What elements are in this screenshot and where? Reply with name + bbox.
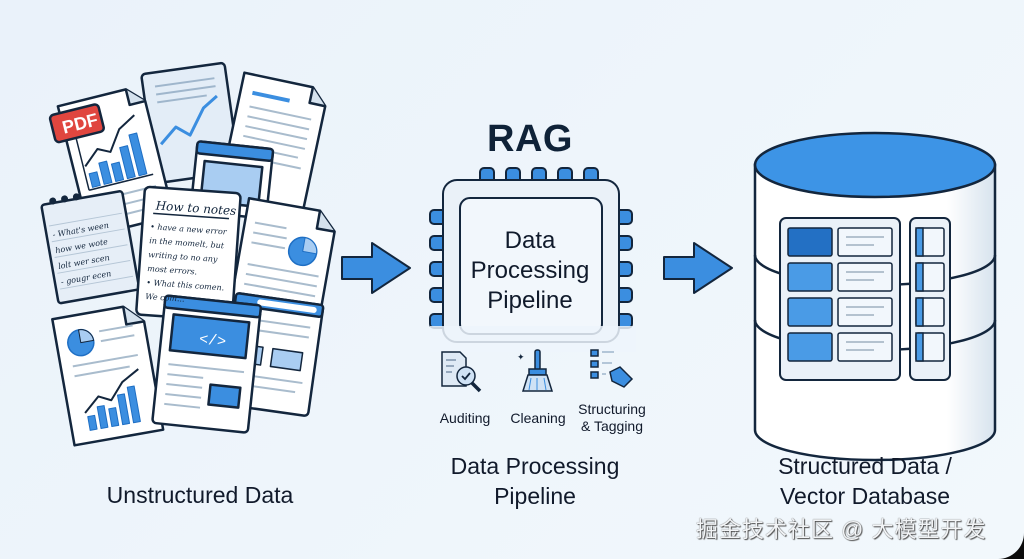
db-index-marker — [915, 332, 924, 362]
db-record-cell — [837, 297, 893, 327]
chip-label: Data Processing Pipeline — [455, 226, 605, 316]
chip-label-line1: Data — [504, 227, 556, 254]
db-record-cell — [837, 262, 893, 292]
svg-text:How to notes: How to notes — [154, 198, 236, 218]
step-label-structuring-line2: & Tagging — [580, 418, 643, 434]
broom-icon: ✦ — [517, 349, 554, 392]
unstructured-documents — [40, 61, 336, 447]
chip-label-line3: Pipeline — [487, 287, 573, 314]
chip-label-line2: Processing — [470, 257, 590, 284]
db-vector-cell — [787, 297, 833, 327]
db-record-cell — [837, 227, 893, 257]
list-tag-icon — [590, 349, 634, 388]
audit-magnifier-icon — [441, 351, 482, 393]
stage-label-structured-line2: Vector Database — [779, 483, 951, 509]
svg-text:✦: ✦ — [517, 352, 525, 362]
rag-title: RAG — [487, 118, 573, 160]
processor-chip-icon — [429, 167, 633, 343]
stage-label-unstructured: Unstructured Data — [106, 482, 294, 508]
vector-database-icon — [753, 131, 997, 462]
db-index-marker — [915, 227, 924, 257]
notes-line: most errors. — [147, 264, 197, 276]
code-glyph: </> — [198, 331, 227, 351]
watermark: 掘金技术社区 @ 大模型开发 — [696, 517, 987, 542]
code-page-icon — [151, 294, 263, 434]
stage-label-structured: Structured Data / Vector Database — [740, 451, 990, 511]
db-vector-cell — [787, 262, 833, 292]
step-label-auditing: Auditing — [439, 410, 491, 426]
db-record-cell — [837, 332, 893, 362]
arrow-right-icon — [341, 242, 411, 294]
pie-chart-document-icon — [51, 305, 165, 447]
db-index-marker — [915, 297, 924, 327]
notebook-icon — [40, 190, 141, 305]
notes-line: We com... — [145, 292, 185, 304]
pdf-badge — [48, 103, 105, 144]
stage-label-pipeline-line1: Data Processing — [450, 453, 620, 479]
step-label-structuring: Structuring & Tagging — [570, 401, 654, 435]
db-vector-cell — [787, 227, 833, 257]
stage-label-pipeline: Data Processing Pipeline — [410, 451, 660, 511]
stage-label-structured-line1: Structured Data / — [778, 453, 952, 479]
arrow-right-icon — [663, 242, 733, 294]
db-vector-cell — [787, 332, 833, 362]
db-index-marker — [915, 262, 924, 292]
step-label-cleaning: Cleaning — [510, 410, 566, 426]
stage-label-pipeline-line2: Pipeline — [494, 483, 576, 509]
step-label-structuring-line1: Structuring — [578, 401, 646, 417]
